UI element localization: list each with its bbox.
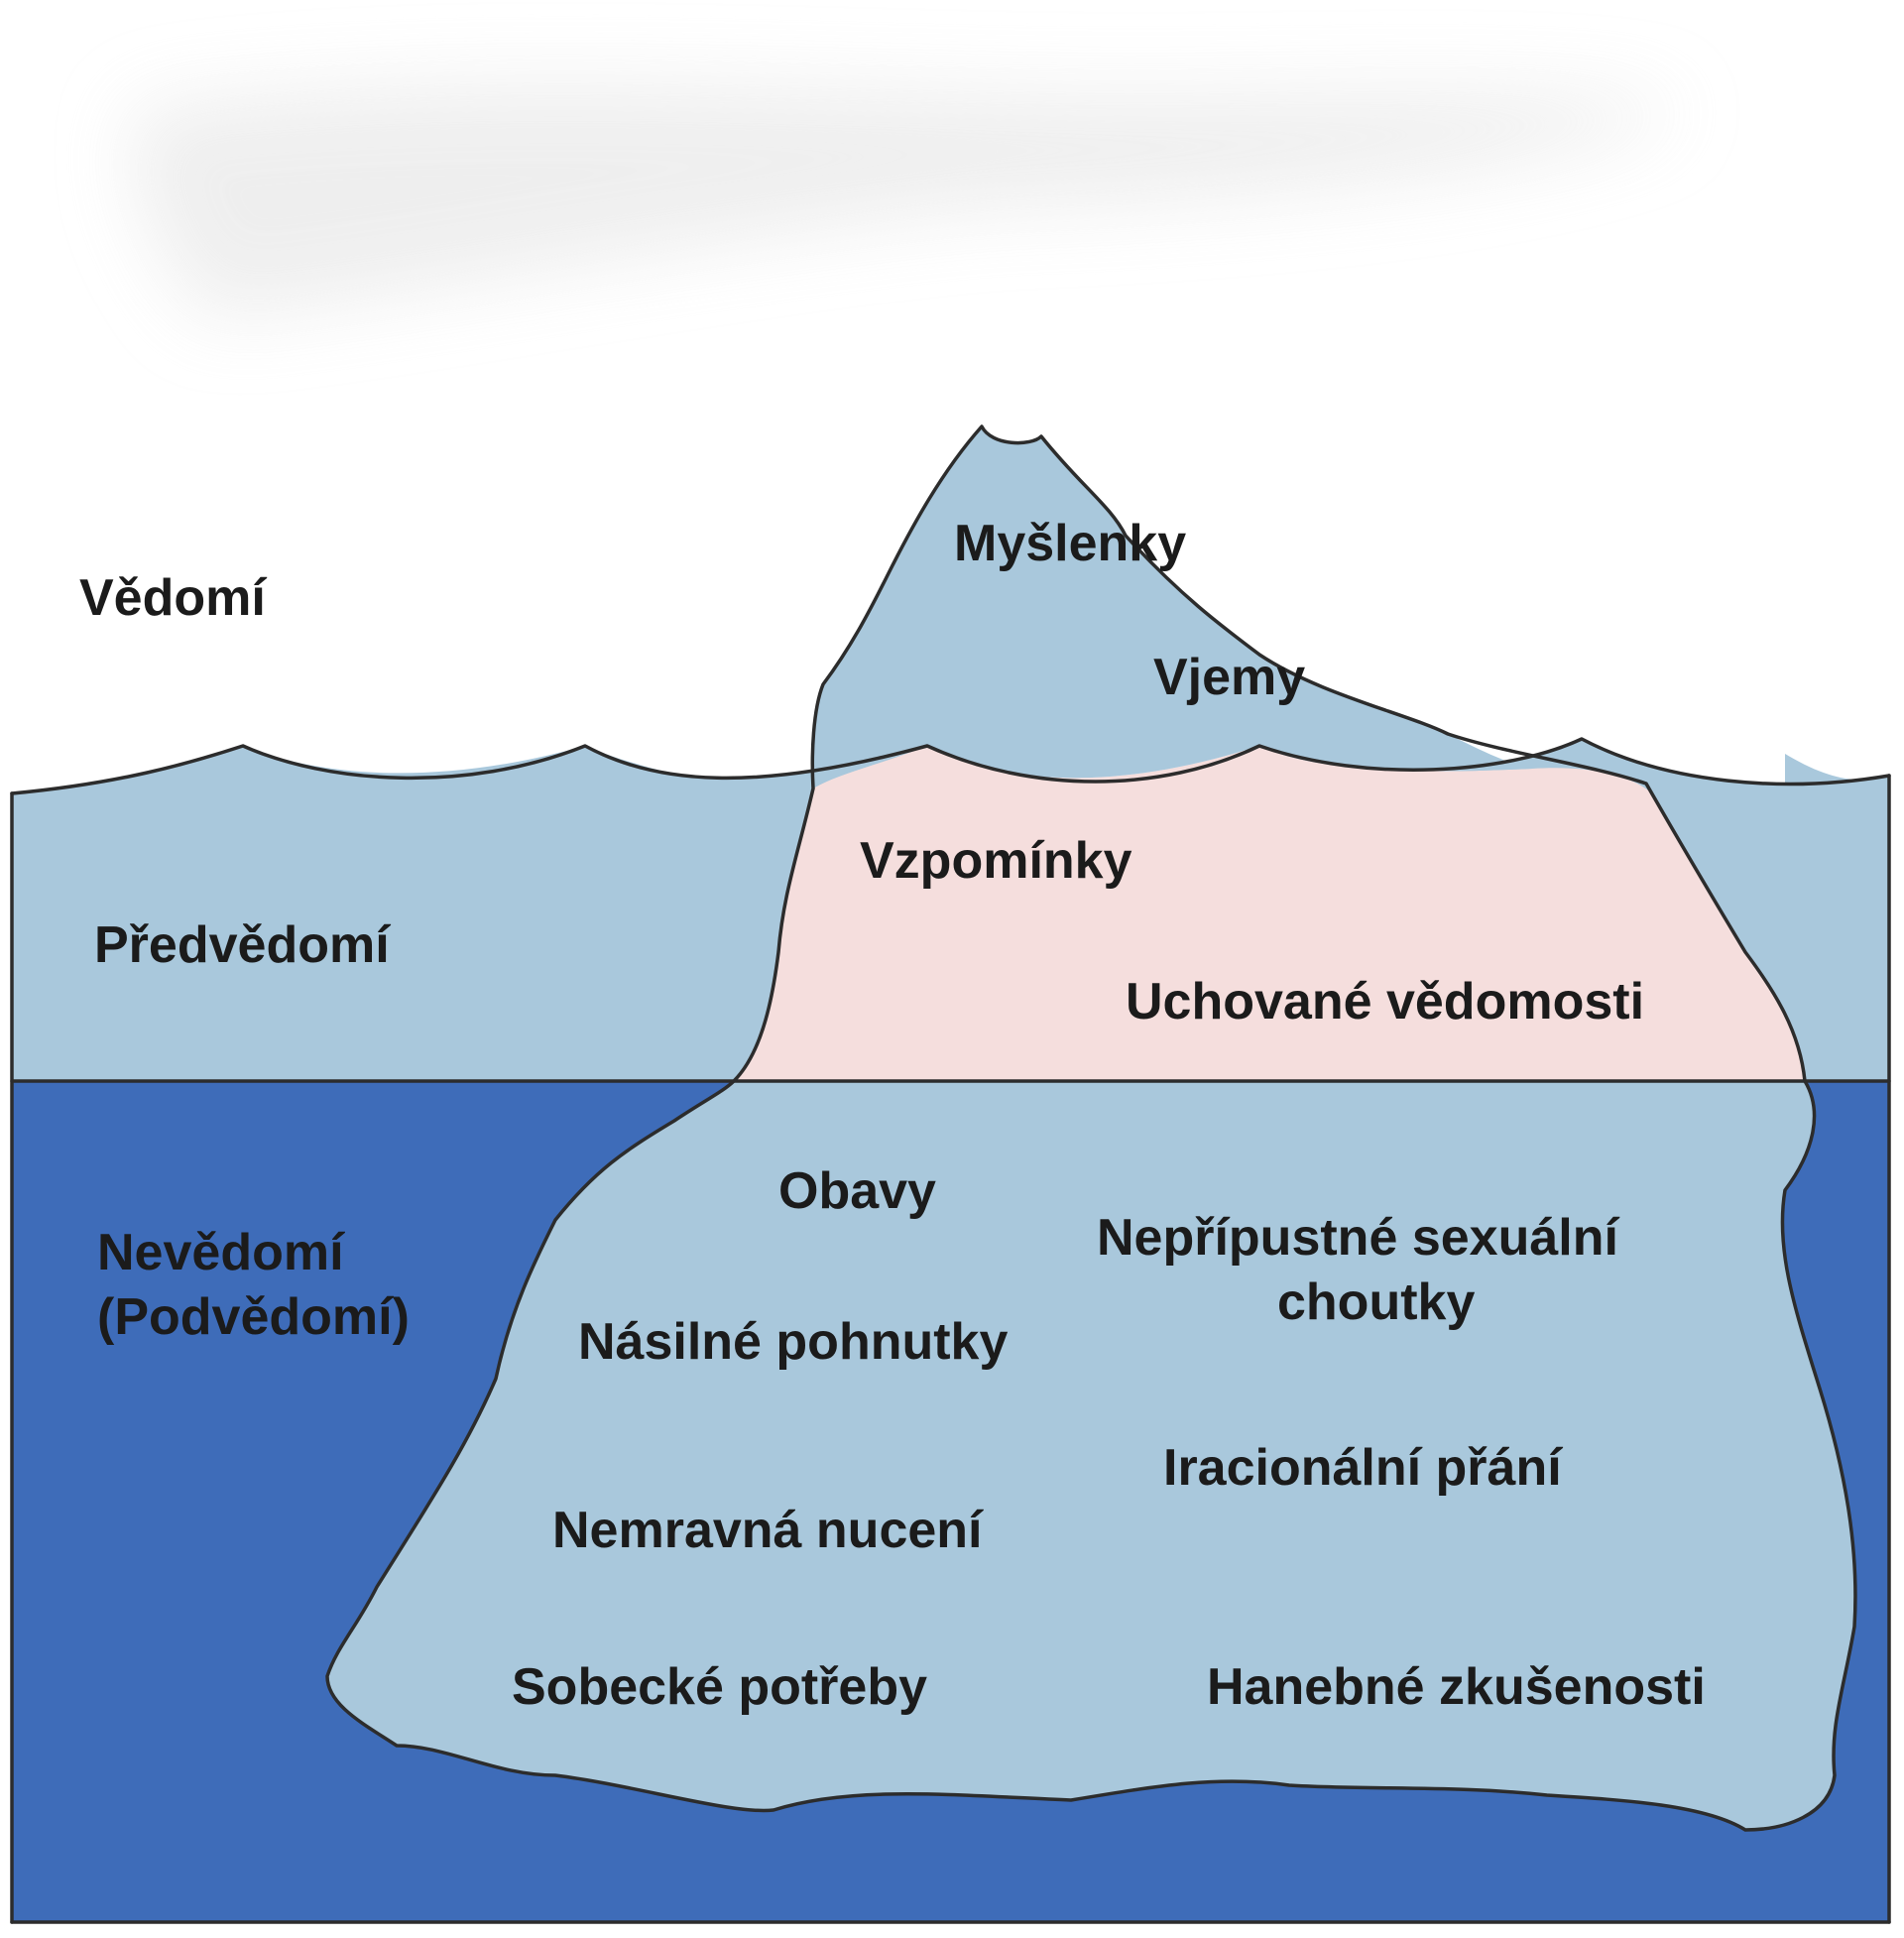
label-sexual-desires-line2: choutky xyxy=(1277,1273,1475,1331)
top-blur-smudge xyxy=(132,84,1686,317)
label-stored-knowledge: Uchované vědomosti xyxy=(1126,973,1644,1030)
label-immoral-urges: Nemravná nucení xyxy=(552,1502,984,1559)
label-preconscious: Předvědomí xyxy=(94,916,391,974)
label-conscious: Vědomí xyxy=(79,569,267,627)
label-perceptions: Vjemy xyxy=(1153,649,1305,706)
label-violent-motives: Násilné pohnutky xyxy=(578,1313,1008,1371)
water-surface-outline xyxy=(10,737,1891,795)
iceberg-tip xyxy=(812,426,1532,788)
label-shameful-experiences: Hanebné zkušenosti xyxy=(1207,1658,1706,1716)
label-fears: Obavy xyxy=(778,1162,936,1220)
iceberg-memory-zone xyxy=(734,746,1805,1081)
iceberg-submerged xyxy=(327,1081,1855,1830)
label-sexual-desires-line1: Nepřípustné sexuální xyxy=(1097,1209,1619,1267)
label-irrational-wishes: Iracionální přání xyxy=(1163,1439,1563,1497)
iceberg-outline xyxy=(325,424,1857,1832)
label-thoughts: Myšlenky xyxy=(954,515,1186,572)
label-memories: Vzpomínky xyxy=(860,832,1132,890)
label-subconscious: (Podvědomí) xyxy=(97,1288,410,1346)
label-unconscious: Nevědomí xyxy=(97,1224,345,1281)
label-selfish-needs: Sobecké potřeby xyxy=(512,1658,927,1716)
